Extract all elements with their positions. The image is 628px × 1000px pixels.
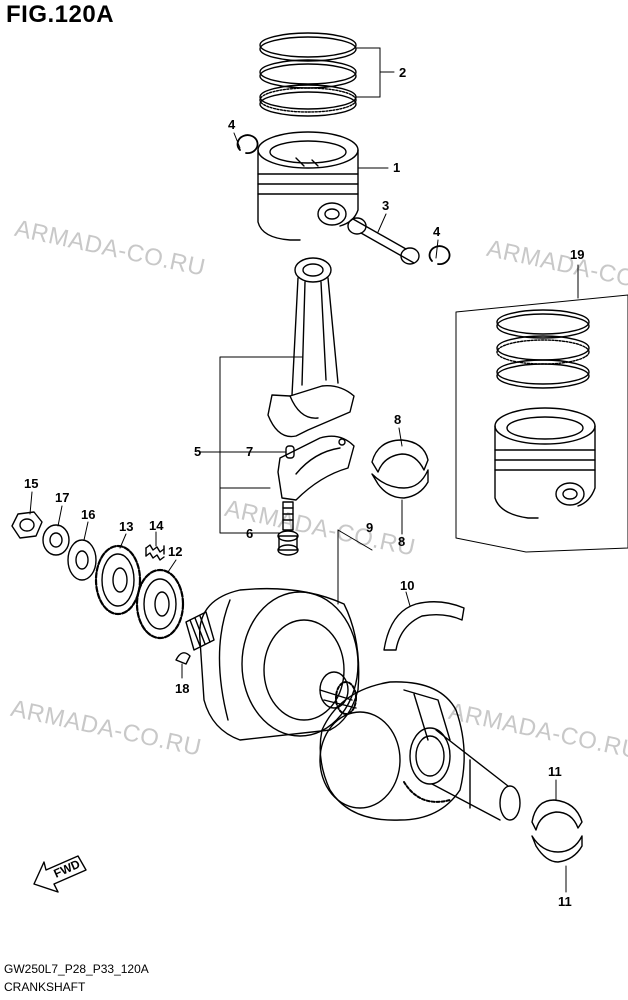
callout-6[interactable]: 6 xyxy=(246,526,253,541)
callout-8[interactable]: 8 xyxy=(394,412,401,427)
callout-2[interactable]: 2 xyxy=(399,65,406,80)
assembly-bracket-5 xyxy=(219,356,303,534)
washer-16[interactable] xyxy=(67,539,97,581)
primary-drive-gear[interactable] xyxy=(94,544,142,616)
conrod-bearing-lower[interactable] xyxy=(371,469,429,499)
piston-set[interactable] xyxy=(494,309,596,519)
forward-arrow-icon: FWD xyxy=(33,855,87,893)
leader-lines xyxy=(29,47,567,893)
callout-11[interactable]: 11 xyxy=(548,764,562,779)
nut[interactable] xyxy=(11,511,43,539)
callout-9[interactable]: 9 xyxy=(366,520,373,535)
callout-17[interactable]: 17 xyxy=(55,490,69,505)
connecting-rod-cap[interactable] xyxy=(277,435,355,501)
callout-19[interactable]: 19 xyxy=(570,247,584,262)
callout-7[interactable]: 7 xyxy=(246,444,253,459)
callout-13[interactable]: 13 xyxy=(119,519,133,534)
crankshaft-bearing-upper[interactable] xyxy=(531,799,583,831)
connecting-rod[interactable] xyxy=(267,257,355,438)
piston-pin[interactable] xyxy=(347,217,420,265)
callout-3[interactable]: 3 xyxy=(382,198,389,213)
callout-4[interactable]: 4 xyxy=(433,224,441,239)
figure-code: GW250L7_P28_P33_120A xyxy=(4,962,149,976)
gear[interactable] xyxy=(135,568,185,640)
circlip-left[interactable] xyxy=(236,134,259,154)
figure-name: CRANKSHAFT xyxy=(4,980,86,994)
callout-5[interactable]: 5 xyxy=(194,444,201,459)
callout-18[interactable]: 18 xyxy=(175,681,189,696)
callout-16[interactable]: 16 xyxy=(81,507,95,522)
piston-set-box xyxy=(455,264,628,553)
callout-15[interactable]: 15 xyxy=(24,476,38,491)
callout-8[interactable]: 8 xyxy=(398,534,405,549)
circlip-right[interactable] xyxy=(428,245,451,265)
conrod-bolt[interactable] xyxy=(277,501,299,556)
spring[interactable] xyxy=(145,544,165,561)
callout-14[interactable]: 14 xyxy=(149,518,164,533)
woodruff-key[interactable] xyxy=(175,652,191,665)
callout-12[interactable]: 12 xyxy=(168,544,182,559)
callout-10[interactable]: 10 xyxy=(400,578,414,593)
crank-balancer-segment[interactable] xyxy=(383,601,465,651)
callout-4[interactable]: 4 xyxy=(228,117,236,132)
piston-rings[interactable] xyxy=(259,32,357,117)
piston[interactable] xyxy=(257,131,359,241)
callout-11[interactable]: 11 xyxy=(558,894,572,909)
figure-title: FIG.120A xyxy=(6,1,115,28)
crankshaft[interactable] xyxy=(185,587,521,821)
crankshaft-bearing-lower[interactable] xyxy=(531,835,583,863)
callout-1[interactable]: 1 xyxy=(393,160,400,175)
washer-17[interactable] xyxy=(42,524,70,556)
conrod-bearing-upper[interactable] xyxy=(371,439,429,473)
assembly-bracket-9 xyxy=(337,529,373,605)
